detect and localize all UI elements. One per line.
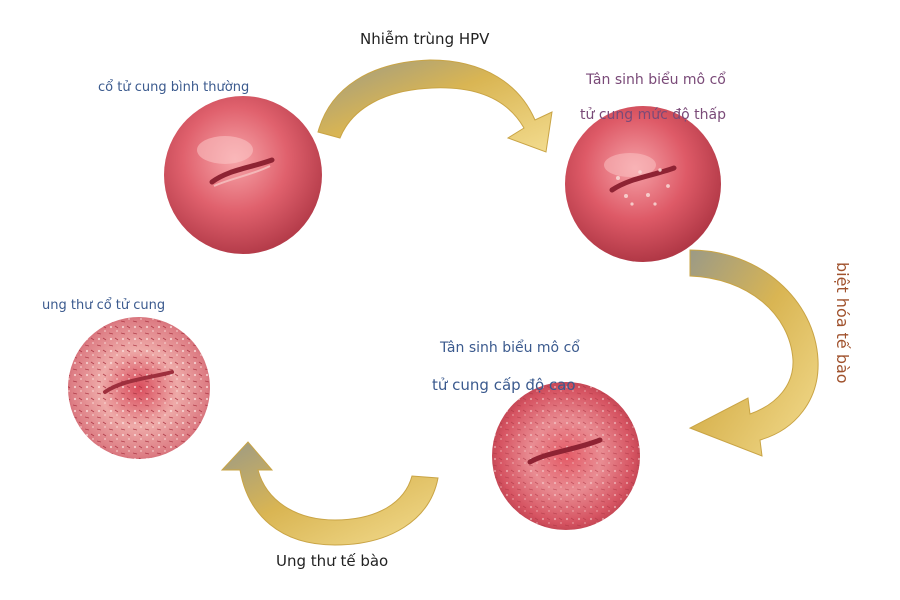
label-low-grade-line1: Tân sinh biểu mô cổ — [586, 72, 726, 88]
low-grade-lesion-illustration — [565, 106, 721, 262]
normal-cervix-illustration — [164, 96, 322, 254]
label-cell-differentiation: biệt hóa tế bào — [833, 262, 852, 384]
label-hpv-infection: Nhiễm trùng HPV — [360, 30, 490, 48]
arrow-hpv-infection — [317, 59, 553, 153]
label-high-grade-line1: Tân sinh biểu mô cổ — [440, 340, 580, 356]
label-cell-cancer: Ung thư tế bào — [276, 552, 389, 570]
cervical-cancer-illustration — [68, 317, 210, 459]
label-high-grade-line2: tử cung cấp độ cao — [432, 376, 576, 394]
high-grade-lesion-illustration — [492, 382, 640, 530]
arrow-cell-differentiation — [688, 249, 819, 457]
label-low-grade-line2: tử cung mức độ thấp — [580, 107, 726, 123]
label-normal-cervix: cổ tử cung bình thường — [98, 80, 250, 95]
label-cervical-cancer: ung thư cổ tử cung — [42, 298, 166, 313]
arrow-cell-cancer — [220, 441, 439, 546]
